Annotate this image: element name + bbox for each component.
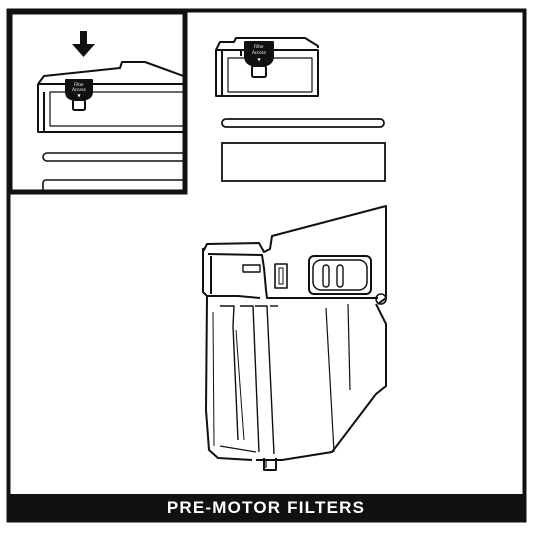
inset-felt-filter	[42, 152, 185, 162]
inset-access-label-line2: Access	[72, 87, 86, 92]
inset-panel: Filter Access ▼	[7, 9, 188, 195]
access-arrow: ▼	[257, 57, 261, 62]
inset-foam-filter	[42, 179, 185, 192]
foam-filter	[221, 142, 386, 182]
felt-filter	[221, 118, 385, 128]
caption-bar	[10, 494, 523, 519]
caption-label: PRE-MOTOR FILTERS	[167, 498, 365, 517]
down-arrow-icon	[72, 31, 95, 57]
inset-filter-housing	[37, 61, 185, 133]
dust-bin	[202, 205, 387, 471]
access-label-line1: Filter	[254, 44, 264, 49]
inset-access-arrow: ▼	[77, 93, 81, 98]
inset-access-label-line1: Filter	[74, 82, 84, 87]
inset-frame	[7, 9, 188, 195]
access-label-line2: Access	[252, 50, 266, 55]
filter-housing	[215, 37, 319, 97]
